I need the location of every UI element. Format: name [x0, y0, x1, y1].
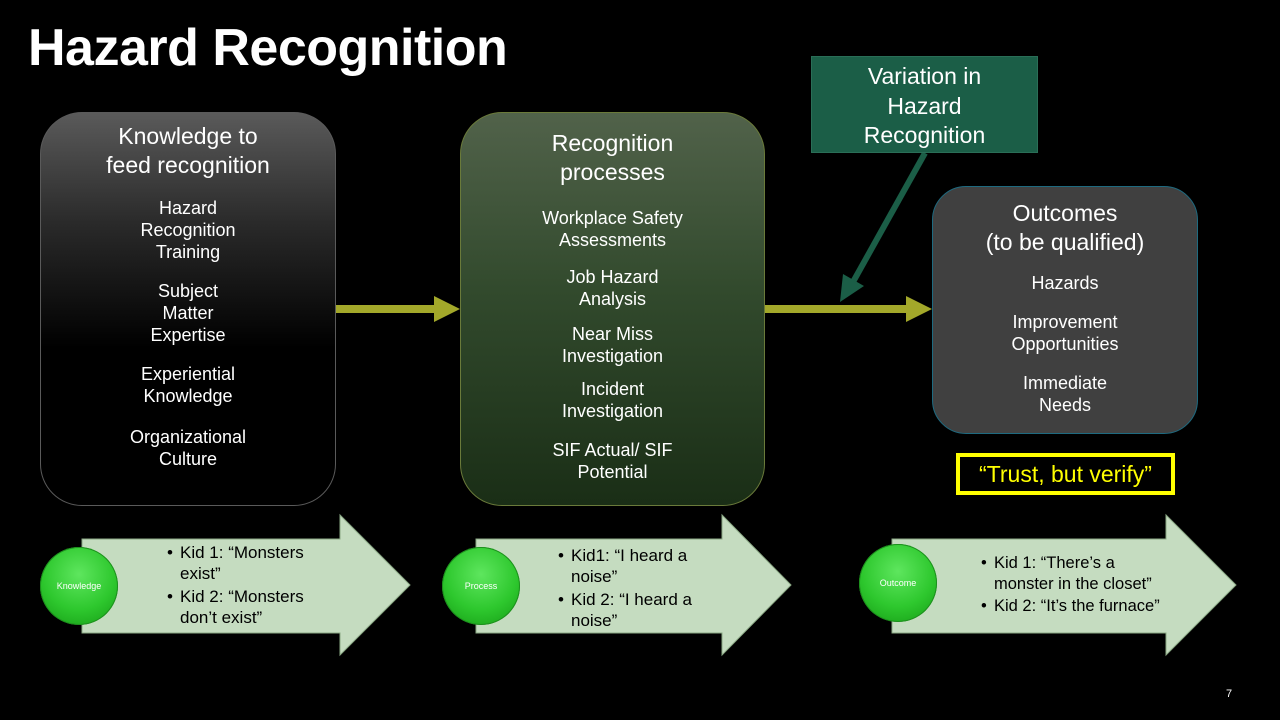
bullet-item: • Kid 1: “Monsters exist” [167, 542, 304, 584]
item-line: Matter [162, 303, 214, 323]
item-line: Needs [1038, 395, 1091, 415]
outcome-item-immediate: Immediate Needs [1023, 372, 1107, 416]
title-line: feed recognition [106, 152, 270, 178]
bullet-dot: • [558, 590, 564, 609]
outcome-box: Outcomes (to be qualified) Hazards Impro… [932, 186, 1198, 434]
outcome-arrow-text: • Kid 1: “There’s a monster in the closet… [981, 553, 1160, 617]
bullet-line: noise” [571, 611, 618, 630]
big-arrow-process [475, 513, 792, 657]
circle-label: Outcome [879, 578, 917, 588]
callout-line: Recognition [863, 122, 986, 148]
outcome-item-improvement: Improvement Opportunities [1011, 311, 1118, 355]
knowledge-arrow-text: • Kid 1: “Monsters exist” • Kid 2: “Monst… [167, 542, 304, 628]
process-circle: Process [442, 547, 520, 625]
callout-line: Variation in [867, 63, 982, 89]
process-box-title: Recognition processes [552, 129, 673, 187]
item-line: Knowledge [143, 386, 233, 406]
item-line: Improvement [1012, 312, 1118, 332]
bullet-dot: • [981, 554, 987, 572]
item-line: Expertise [150, 325, 226, 345]
bullet-line: Kid 2: “Monsters [180, 587, 304, 606]
item-line: Potential [577, 462, 648, 482]
knowledge-item-experiential: Experiential Knowledge [141, 363, 235, 407]
item-line: Job Hazard [566, 267, 659, 287]
item-line: Assessments [558, 230, 667, 250]
item-line: Training [155, 242, 221, 262]
bullet-item: • Kid 2: “Monsters don’t exist” [167, 586, 304, 628]
item-line: Investigation [561, 346, 664, 366]
slide-title: Hazard Recognition [28, 19, 508, 77]
circle-label: Process [464, 581, 498, 591]
bullet-line: noise” [571, 567, 618, 586]
item-line: Investigation [561, 401, 664, 421]
bullet-line: Kid 2: “I heard a [571, 590, 692, 609]
process-item-incident: Incident Investigation [562, 378, 663, 422]
process-item-assessments: Workplace Safety Assessments [542, 207, 683, 251]
bullet-line: Kid 1: “Monsters [180, 543, 304, 562]
item-line: Experiential [140, 364, 236, 384]
variation-arrow [840, 151, 928, 302]
bullet-line: exist” [180, 564, 221, 583]
arrow-process-to-outcome [765, 296, 932, 322]
title-line: processes [560, 159, 665, 185]
title-line: Outcomes [1012, 200, 1118, 226]
item-line: SIF Actual/ SIF [552, 440, 673, 460]
title-line: Recognition [551, 130, 674, 156]
title-line: (to be qualified) [985, 229, 1145, 255]
bullet-line: Kid 1: “There’s a [994, 554, 1115, 572]
bullet-dot: • [981, 597, 987, 615]
big-arrow-knowledge [81, 513, 411, 657]
item-line: Opportunities [1011, 334, 1119, 354]
bullet-item: • Kid 2: “I heard a noise” [558, 589, 692, 631]
knowledge-item-training: Hazard Recognition Training [140, 197, 235, 263]
knowledge-box-title: Knowledge to feed recognition [106, 122, 270, 180]
item-line: Incident [580, 379, 645, 399]
trust-verify-label: “Trust, but verify” [956, 453, 1175, 495]
bullet-item: • Kid 1: “There’s a monster in the closet… [981, 553, 1160, 595]
knowledge-item-culture: Organizational Culture [130, 426, 246, 470]
item-line: Hazards [1031, 273, 1099, 293]
bullet-dot: • [167, 543, 173, 562]
bullet-dot: • [558, 546, 564, 565]
item-line: Hazard [158, 198, 218, 218]
title-line: Knowledge to [118, 123, 258, 149]
page-number: 7 [1226, 688, 1233, 700]
item-line: Recognition [140, 220, 236, 240]
bullet-line: Kid1: “I heard a [571, 546, 688, 565]
item-line: Workplace Safety [542, 208, 683, 228]
process-item-near-miss: Near Miss Investigation [562, 323, 663, 367]
knowledge-item-expertise: Subject Matter Expertise [150, 280, 225, 346]
bullet-item: • Kid1: “I heard a noise” [558, 545, 692, 587]
outcome-box-title: Outcomes (to be qualified) [986, 199, 1145, 257]
bullet-dot: • [167, 587, 173, 606]
process-item-sif: SIF Actual/ SIF Potential [552, 439, 672, 483]
item-line: Analysis [578, 289, 647, 309]
bullet-item: • Kid 2: “It’s the furnace” [981, 596, 1160, 617]
knowledge-box: Knowledge to feed recognition Hazard Rec… [40, 112, 336, 506]
variation-callout: Variation in Hazard Recognition [811, 56, 1038, 153]
item-line: Near Miss [571, 324, 653, 344]
circle-label: Knowledge [56, 581, 102, 591]
item-line: Immediate [1022, 373, 1108, 393]
process-box: Recognition processes Workplace Safety A… [460, 112, 765, 506]
big-arrow-outcome [891, 513, 1237, 657]
outcome-circle: Outcome [859, 544, 937, 622]
process-item-jha: Job Hazard Analysis [566, 266, 658, 310]
bullet-line: monster in the closet” [994, 575, 1152, 593]
item-line: Culture [158, 449, 217, 469]
process-arrow-text: • Kid1: “I heard a noise” • Kid 2: “I hea… [558, 545, 692, 631]
outcome-item-hazards: Hazards [1031, 272, 1098, 294]
bullet-line: don’t exist” [180, 608, 263, 627]
arrow-knowledge-to-process [336, 296, 460, 322]
item-line: Organizational [129, 427, 247, 447]
callout-line: Hazard [887, 92, 962, 119]
item-line: Subject [157, 281, 219, 301]
knowledge-circle: Knowledge [40, 547, 118, 625]
bullet-line: Kid 2: “It’s the furnace” [994, 597, 1160, 615]
